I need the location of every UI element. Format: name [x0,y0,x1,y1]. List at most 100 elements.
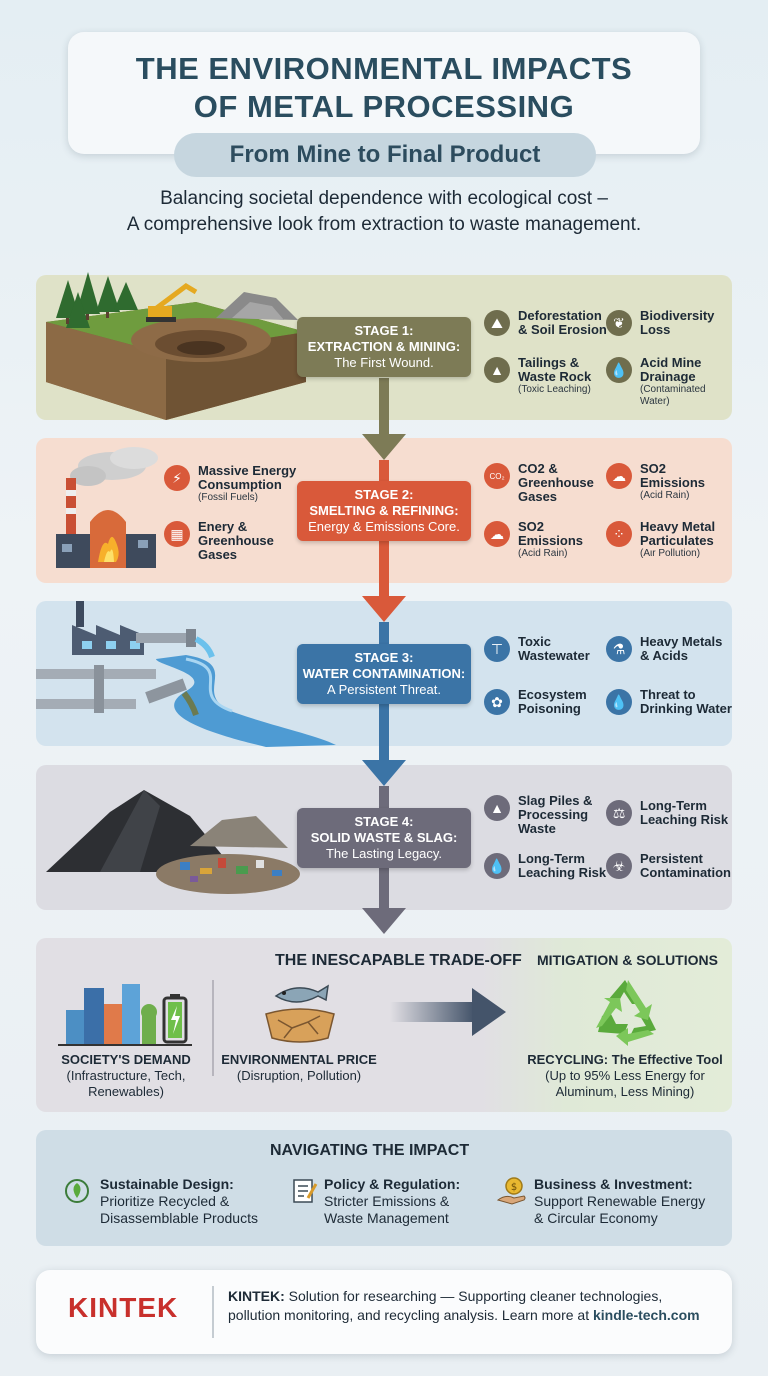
faucet-icon: ⊤ [484,636,510,662]
document-icon [293,1179,318,1203]
title-line-2: OF METAL PROCESSING [193,89,575,124]
rain-cloud-icon: ☁ [606,463,632,489]
page-title: THE ENVIRONMENTAL IMPACTS OF METAL PROCE… [68,50,700,126]
demand-desc-1: (Infrastructure, Tech, [66,1068,186,1083]
recycle-title: RECYCLING: The Effective Tool [527,1052,723,1067]
footer-divider [212,1286,214,1338]
stage-1-box: STAGE 1: EXTRACTION & MINING: The First … [297,317,471,377]
subtitle: From Mine to Final Product [174,133,596,177]
mountain-icon: ▲ [484,795,510,821]
water-drop-icon: 💧 [606,357,632,383]
city-icon [58,984,192,1046]
sprout-icon: ✿ [484,689,510,715]
intro-line-1: Balancing societal dependence with ecolo… [160,188,608,209]
arrow-4 [362,908,406,934]
price-title: ENVIRONMENTAL PRICE [221,1052,377,1067]
mitigation-title: MITIGATION & SOLUTIONS [537,952,718,968]
impact-deforestation: ⛰ Deforestation& Soil Erosion [484,309,607,337]
stage-2-title: SMELTING & REFINING: [309,503,459,518]
impact-tailings: ▲ Tailings &Waste Rock(Toxic Leaching) [484,356,591,396]
stage-2-desc: Energy & Emissions Core. [308,519,460,534]
svg-text:$: $ [511,1182,517,1193]
mining-illustration [46,272,306,420]
impact-heavy-metals: ⚗ Heavy Metals& Acids [606,635,722,663]
recycling-solution: RECYCLING: The Effective Tool (Up to 95%… [522,1052,728,1100]
leaf-icon: ❦ [606,310,632,336]
tradeoff-divider [212,980,214,1076]
landslide-icon: ⛰ [484,310,510,336]
stage-4-desc: The Lasting Legacy. [325,846,443,861]
flask-icon: ⚗ [606,636,632,662]
water-illustration [36,601,336,747]
tradeoff-title: THE INESCAPABLE TRADE-OFF [275,952,522,969]
footer-link[interactable]: kindle-tech.com [592,1307,700,1323]
biohazard-icon: ☣ [606,853,632,879]
rain-cloud-icon: ☁ [484,521,510,547]
lightning-icon: ⚡ [164,465,190,491]
recycle-desc-1: (Up to 95% Less Energy for [545,1068,705,1083]
kintek-logo[interactable]: KINTEK [68,1292,179,1323]
nav-item-policy: Policy & Regulation: Stricter Emissions … [290,1176,460,1227]
demand-title: SOCIETY'S DEMAND [61,1052,191,1067]
intro-text: Balancing societal dependence with ecolo… [40,186,728,238]
arrow-2 [362,596,406,622]
arrow-1 [362,434,406,460]
water-drop-icon: 💧 [606,689,632,715]
intro-line-2: A comprehensive look from extraction to … [126,214,642,235]
recycle-desc-2: Aluminum, Less Mining) [555,1084,695,1099]
nav-item-sustainable-design: Sustainable Design: Prioritize Recycled … [62,1176,258,1227]
stage-3-title: WATER CONTAMINATION: [302,666,466,681]
demand-desc-2: Renewables) [88,1084,164,1099]
footer-brand: KINTEK: [228,1288,285,1304]
price-desc: (Disruption, Pollution) [236,1068,362,1083]
dry-earth-fish-icon [265,984,335,1043]
stage-4-box: STAGE 4: SOLID WASTE & SLAG: The Lasting… [297,808,471,868]
stage-2-number: STAGE 2: [354,487,414,502]
connector-1 [379,378,389,440]
stage-2-box: STAGE 2: SMELTING & REFINING: Energy & E… [297,481,471,541]
title-line-1: THE ENVIRONMENTAL IMPACTS [135,51,633,86]
stage-1-title: EXTRACTION & MINING: [307,339,461,354]
hands-leaf-icon [65,1179,89,1203]
nav-item-business: $ Business & Investment: Support Renewab… [496,1176,705,1227]
footer [36,1270,732,1354]
stage-3-desc: A Persistent Threat. [327,682,441,697]
environmental-price: ENVIRONMENTAL PRICE (Disruption, Polluti… [220,1052,378,1084]
factory-icon: ▦ [164,521,190,547]
stage-3-number: STAGE 3: [354,650,414,665]
stage-3-box: STAGE 3: WATER CONTAMINATION: A Persiste… [297,644,471,704]
arrow-3 [362,760,406,786]
stage-1-number: STAGE 1: [354,323,414,338]
rock-pile-icon: ▲ [484,357,510,383]
stage-4-number: STAGE 4: [354,814,414,829]
stage-1-desc: The First Wound. [334,355,434,370]
smelter-illustration [56,447,158,568]
particles-icon: ⁘ [606,521,632,547]
navigate-section [36,1130,732,1246]
stage-4-title: SOLID WASTE & SLAG: [310,830,458,845]
slag-illustration [46,790,300,894]
co2-cloud-icon: CO₂ [484,463,510,489]
tradeoff-arrow-icon [390,988,506,1036]
scale-icon: ⚖ [606,800,632,826]
society-demand: SOCIETY'S DEMAND (Infrastructure, Tech, … [46,1052,206,1100]
navigate-title: NAVIGATING THE IMPACT [270,1142,470,1159]
money-hand-icon: $ [496,1177,526,1205]
recycle-icon [596,980,656,1046]
drops-icon: 💧 [484,853,510,879]
